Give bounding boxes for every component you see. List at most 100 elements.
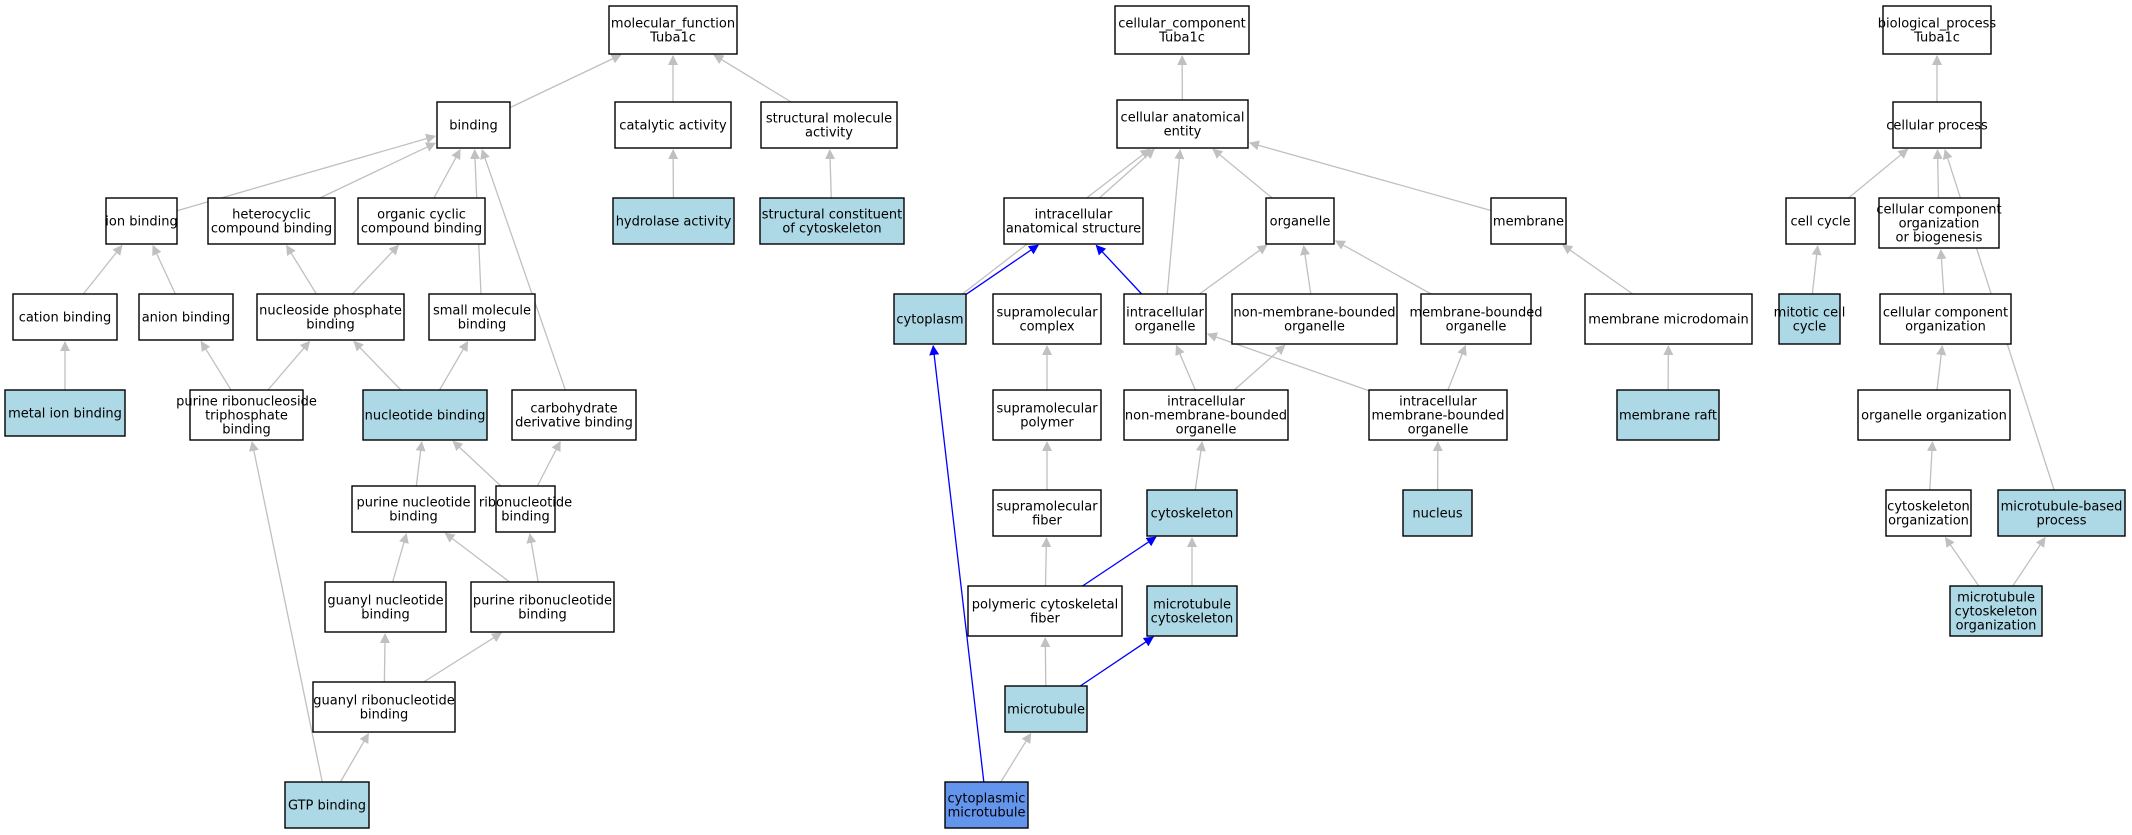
node-box[interactable] — [351, 485, 476, 533]
node-box[interactable] — [1997, 489, 2126, 537]
node-metalion[interactable]: metal ion binding — [4, 389, 126, 437]
node-box[interactable] — [967, 585, 1123, 637]
node-box[interactable] — [1123, 389, 1289, 441]
node-anion[interactable]: anion binding — [138, 293, 234, 341]
node-intranonmem[interactable]: intracellularnon-membrane-boundedorganel… — [1123, 389, 1289, 441]
node-box[interactable] — [1879, 293, 2012, 345]
node-box[interactable] — [760, 101, 898, 149]
node-box[interactable] — [1949, 585, 2043, 637]
node-box[interactable] — [312, 681, 456, 733]
node-box[interactable] — [944, 781, 1029, 829]
node-box[interactable] — [436, 101, 511, 149]
node-membrane[interactable]: membrane — [1490, 197, 1567, 245]
node-box[interactable] — [1785, 197, 1856, 245]
node-box[interactable] — [1368, 389, 1508, 441]
node-memraft[interactable]: membrane raft — [1616, 389, 1720, 441]
node-cellproc[interactable]: cellular process — [1886, 101, 1988, 149]
node-box[interactable] — [612, 197, 735, 245]
node-box[interactable] — [1265, 197, 1335, 245]
node-box[interactable] — [284, 781, 370, 829]
node-box[interactable] — [992, 489, 1102, 537]
node-orgorg[interactable]: organelle organization — [1857, 389, 2011, 441]
node-box[interactable] — [1402, 489, 1473, 537]
node-box[interactable] — [1231, 293, 1398, 345]
node-box[interactable] — [1616, 389, 1720, 441]
node-cytoskel[interactable]: cytoskeleton — [1146, 489, 1238, 537]
node-box[interactable] — [428, 293, 536, 341]
node-box[interactable] — [992, 293, 1102, 345]
node-organelle[interactable]: organelle — [1265, 197, 1335, 245]
node-box[interactable] — [1878, 197, 2000, 249]
node-box[interactable] — [1892, 101, 1982, 149]
node-box[interactable] — [1885, 489, 1972, 537]
node-box[interactable] — [138, 293, 234, 341]
node-cellcycle[interactable]: cell cycle — [1785, 197, 1856, 245]
node-box[interactable] — [1778, 293, 1841, 345]
node-binding[interactable]: binding — [436, 101, 511, 149]
node-catalytic[interactable]: catalytic activity — [614, 101, 732, 149]
node-box[interactable] — [893, 293, 967, 345]
node-memdomain[interactable]: membrane microdomain — [1584, 293, 1753, 345]
node-microtubule[interactable]: microtubule — [1004, 685, 1088, 733]
node-box[interactable] — [608, 5, 738, 55]
node-box[interactable] — [470, 581, 615, 633]
node-box[interactable] — [189, 389, 304, 441]
node-hydrolase[interactable]: hydrolase activity — [612, 197, 735, 245]
node-box[interactable] — [614, 101, 732, 149]
node-box[interactable] — [1584, 293, 1753, 345]
node-box[interactable] — [362, 389, 488, 441]
node-box[interactable] — [12, 293, 118, 341]
node-box[interactable] — [1857, 389, 2011, 441]
node-box[interactable] — [1146, 489, 1238, 537]
node-box[interactable] — [4, 389, 126, 437]
node-box[interactable] — [759, 197, 905, 245]
node-box[interactable] — [1114, 5, 1250, 55]
node-box[interactable] — [1420, 293, 1532, 345]
node-nucbind[interactable]: nucleotide binding — [362, 389, 488, 441]
node-box[interactable] — [1004, 685, 1088, 733]
node-box[interactable] — [207, 197, 336, 245]
node-box[interactable] — [1116, 99, 1249, 149]
node-cation[interactable]: cation binding — [12, 293, 118, 341]
node-box[interactable] — [511, 389, 637, 441]
node-box[interactable] — [1003, 197, 1144, 245]
node-box[interactable] — [992, 389, 1102, 441]
node-box[interactable] — [1490, 197, 1567, 245]
node-gtp[interactable]: GTP binding — [284, 781, 370, 829]
node-ionbind[interactable]: ion binding — [105, 197, 178, 245]
node-cytoplasm[interactable]: cytoplasm — [893, 293, 967, 345]
node-box[interactable] — [105, 197, 178, 245]
node-box[interactable] — [256, 293, 405, 341]
node-box[interactable] — [357, 197, 486, 245]
node-box[interactable] — [495, 485, 556, 533]
